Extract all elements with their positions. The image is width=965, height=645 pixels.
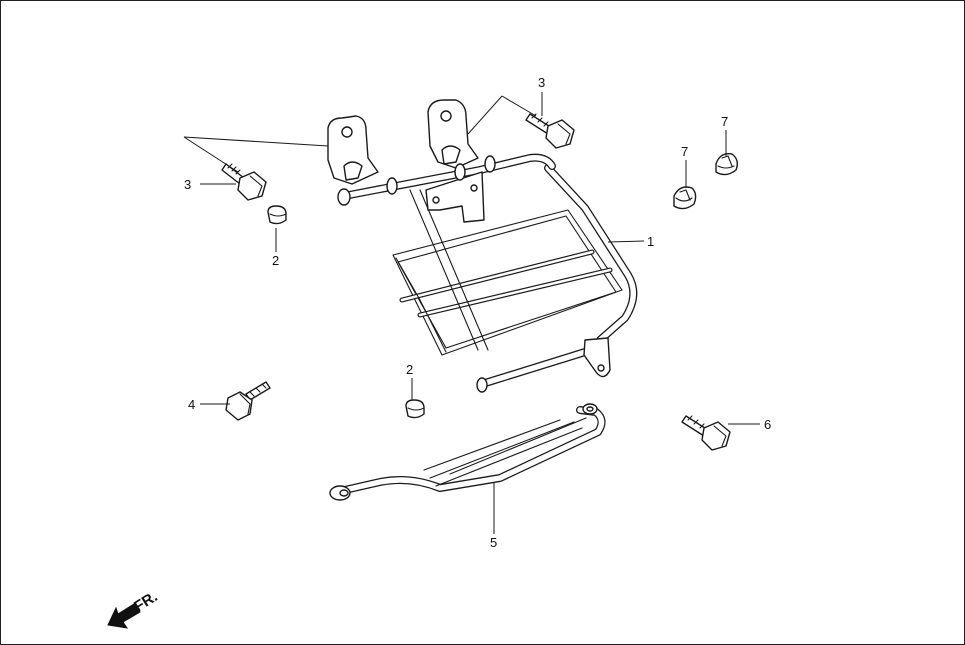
callout-6: 6 <box>764 417 771 432</box>
callout-3-left: 3 <box>184 177 191 192</box>
part-3-bolt-right <box>525 113 575 149</box>
part-7-clip-left <box>673 186 697 210</box>
part-6-bolt <box>681 415 731 451</box>
callout-2-lower: 2 <box>406 362 413 377</box>
callout-2-upper: 2 <box>272 253 279 268</box>
callout-3-right: 3 <box>538 75 545 90</box>
front-arrow-icon <box>107 603 141 629</box>
leader-lines <box>183 92 760 534</box>
part-4-bolt <box>225 381 271 421</box>
part-7-clip-right <box>715 153 739 176</box>
callout-7-right: 7 <box>721 114 728 129</box>
part-2-cap-upper <box>267 205 287 225</box>
callout-4: 4 <box>188 397 195 412</box>
part-1-rear-rack <box>327 99 638 393</box>
front-direction-indicator: FR. <box>107 588 161 629</box>
part-2-cap-lower <box>405 399 425 419</box>
callout-5: 5 <box>490 535 497 550</box>
callout-1: 1 <box>647 234 654 249</box>
part-3-bolt-left <box>221 163 267 201</box>
part-5-step-frame <box>329 403 606 501</box>
callout-labels: 1 2 2 3 3 4 5 6 7 7 <box>184 75 771 550</box>
callout-7-left: 7 <box>681 144 688 159</box>
